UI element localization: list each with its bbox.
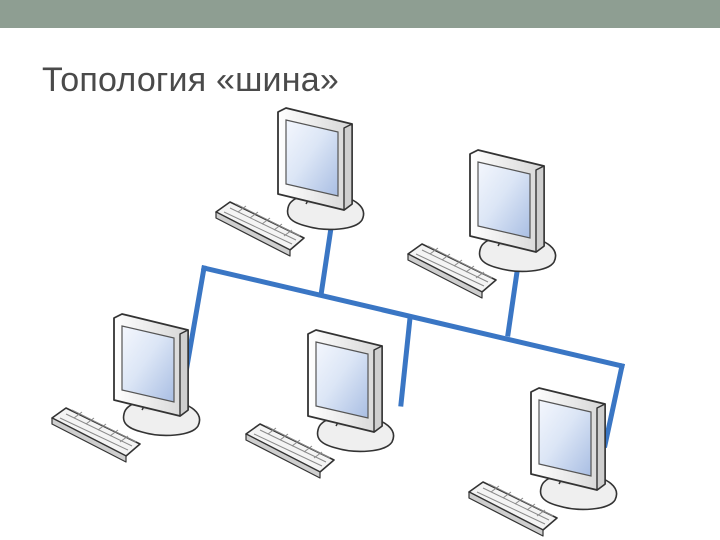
computer-top-right — [407, 149, 557, 299]
computer-bottom-left — [51, 313, 201, 463]
computer-top-left — [215, 107, 365, 257]
bus-drop-right-end — [602, 363, 625, 448]
bus-drop-left-end — [183, 265, 207, 375]
bus-network — [183, 225, 626, 448]
computer-bottom-right — [468, 387, 618, 537]
computer-bottom-middle — [245, 329, 395, 479]
bus-backbone — [200, 264, 626, 370]
top-bar — [0, 0, 720, 28]
bus-drop-top-left — [318, 225, 334, 298]
bus-drop-top-right — [505, 269, 520, 337]
slide-title: Топология «шина» — [42, 61, 339, 99]
bus-drop-bottom-middle — [398, 315, 413, 407]
